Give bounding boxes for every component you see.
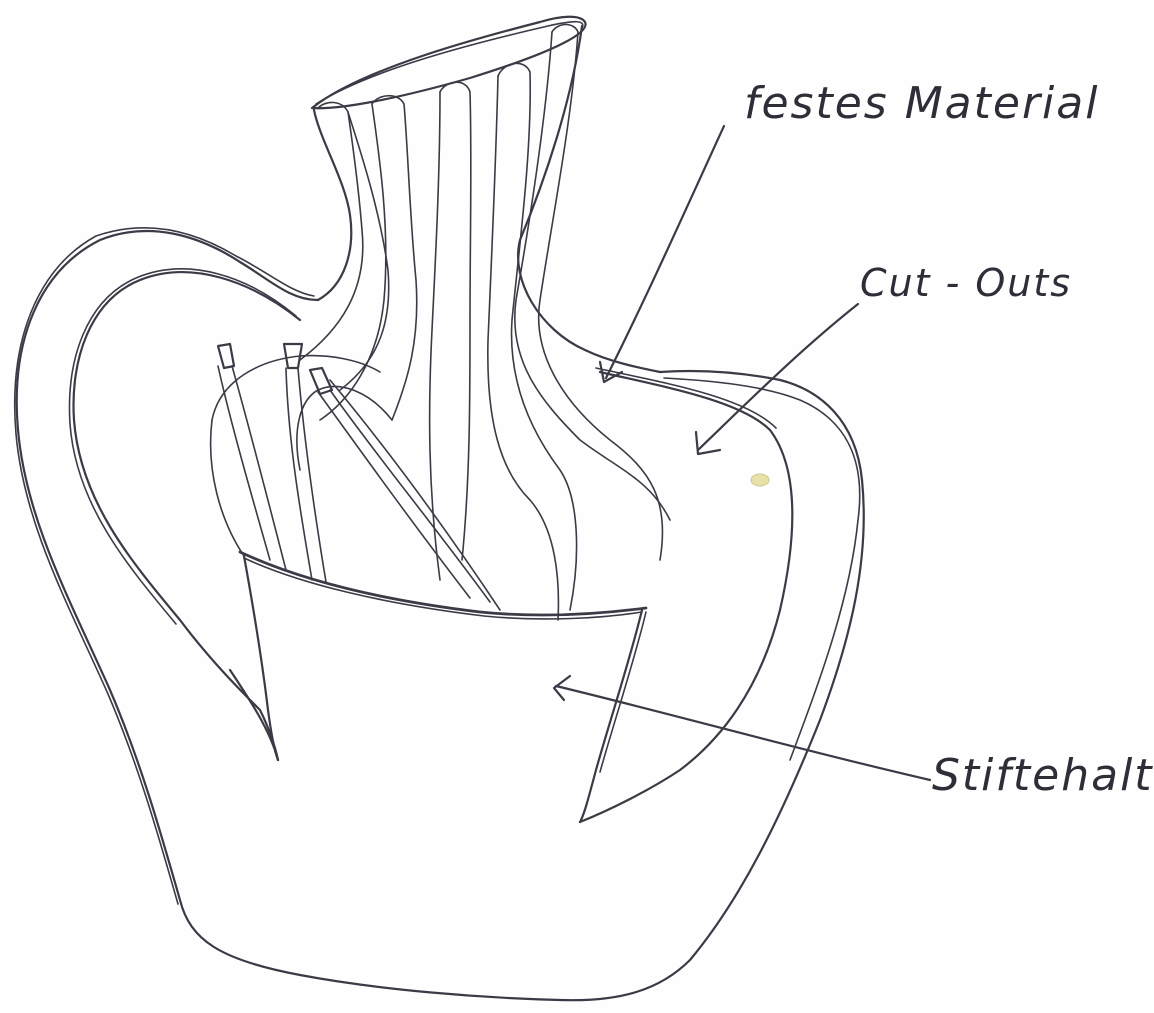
rib-3: [440, 82, 471, 560]
labels: festes Material Cut - Outs Stiftehalter: [744, 78, 1154, 801]
label-cut-outs: Cut - Outs: [860, 261, 1072, 305]
right-fold: [580, 372, 792, 822]
vase-neck: [300, 17, 670, 620]
pencil-2: [284, 344, 302, 368]
arrow-cut-outs: [698, 304, 858, 450]
pens: [218, 344, 500, 610]
pencil-3: [310, 368, 332, 394]
rib-1: [300, 102, 363, 360]
pencil-1: [218, 344, 234, 368]
outer-body: [15, 228, 864, 1000]
rib-5: [539, 25, 663, 561]
vase-neck-left-outline: [314, 110, 351, 300]
label-stiftehalter: Stiftehalter: [932, 750, 1154, 801]
paper-speck: [751, 474, 769, 486]
outer-body-outline: [17, 231, 864, 1000]
arrowhead-cut-outs: [696, 432, 720, 454]
pen-holder-front: [230, 552, 646, 822]
pen-holder-left-edge: [244, 556, 278, 760]
vase-rim: [312, 17, 586, 108]
annotation-arrows: [554, 126, 930, 780]
pen-holder-right-edge: [580, 610, 642, 822]
arrow-festes-material: [606, 126, 724, 378]
label-festes-material: festes Material: [744, 78, 1099, 129]
